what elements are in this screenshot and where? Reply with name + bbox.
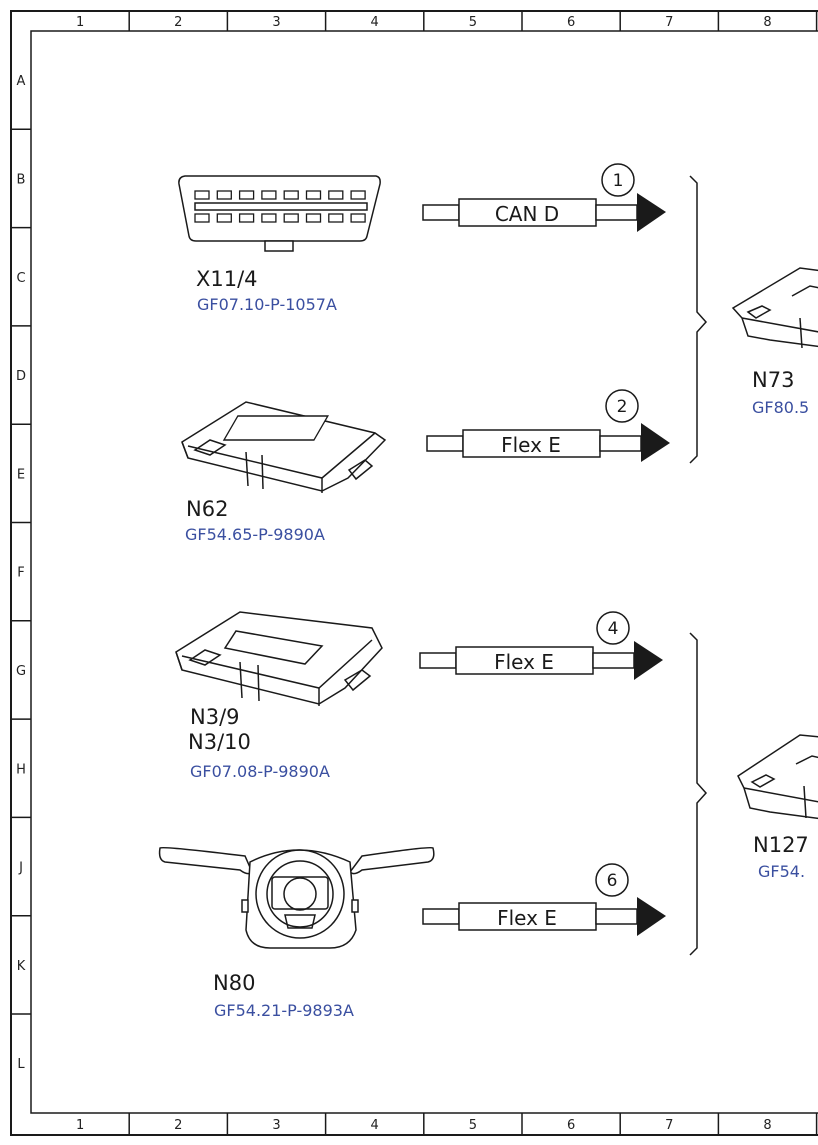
steering-column-module-icon <box>158 846 435 949</box>
obd-pin <box>238 213 255 223</box>
obd-pin <box>261 213 277 223</box>
grid-column-label-bottom: 1 <box>76 1118 84 1133</box>
n80-id: N80 <box>213 971 255 995</box>
bus-label-4: Flex E <box>494 650 554 674</box>
n127-ref[interactable]: GF54. <box>758 862 805 881</box>
obd-pin <box>194 190 210 200</box>
grid-column-label-top: 4 <box>371 15 379 30</box>
grid-column-label-top: 3 <box>272 15 280 30</box>
grid-row-label: K <box>17 959 26 974</box>
outer-frame <box>10 10 818 1136</box>
inner-frame <box>30 30 818 1114</box>
obd-pin <box>350 190 366 200</box>
n62-ref[interactable]: GF54.65-P-9890A <box>185 525 325 544</box>
n73-control-unit-icon <box>731 267 818 349</box>
n3-ref[interactable]: GF07.08-P-9890A <box>190 762 330 781</box>
x11-4-ref[interactable]: GF07.10-P-1057A <box>197 295 337 314</box>
bus-label-6: Flex E <box>497 906 557 930</box>
grid-columns-bottom: 1 2 3 4 5 6 7 8 <box>76 1113 818 1135</box>
obd-connector-icon <box>178 175 381 252</box>
grid-row-label: L <box>17 1057 25 1072</box>
n80-ref[interactable]: GF54.21-P-9893A <box>214 1001 354 1020</box>
n62-control-unit-icon <box>181 401 387 493</box>
n73-ref[interactable]: GF80.5 <box>752 398 809 417</box>
grid-column-label-top: 2 <box>174 15 182 30</box>
grid-column-label-top: 6 <box>567 15 575 30</box>
obd-pin <box>261 190 277 200</box>
n127-control-unit-icon <box>737 734 818 820</box>
connection-number-2: 2 <box>617 397 628 417</box>
obd-pin <box>216 213 232 223</box>
obd-pin <box>283 213 299 223</box>
grid-row-label: B <box>17 172 26 187</box>
n73-id: N73 <box>752 368 794 392</box>
grid-column-label-top: 5 <box>469 15 477 30</box>
connection-number-6: 6 <box>607 871 618 891</box>
obd-pin <box>283 190 299 200</box>
grid-column-label-bottom: 6 <box>567 1118 575 1133</box>
grid-rows-left: A B C D E F G H J K L <box>11 74 31 1072</box>
connection-arrow-4: Flex E 4 <box>419 611 663 680</box>
brace-upper <box>689 175 708 464</box>
grid-column-label-bottom: 7 <box>665 1118 673 1133</box>
grid-row-label: J <box>18 861 23 876</box>
n127-id: N127 <box>753 833 809 857</box>
grid-column-label-bottom: 3 <box>272 1118 280 1133</box>
grid-row-label: G <box>16 664 26 679</box>
grid-row-label: E <box>17 467 25 482</box>
obd-pin <box>328 213 344 223</box>
obd-pin <box>238 190 255 200</box>
obd-pin <box>350 213 366 223</box>
grid-row-label: D <box>16 369 26 384</box>
grid-column-label-top: 8 <box>763 15 771 30</box>
n3-9-id: N3/9 <box>190 705 240 729</box>
grid-column-label-bottom: 5 <box>469 1118 477 1133</box>
grid-row-label: C <box>16 271 25 286</box>
obd-pin <box>305 213 322 223</box>
grid-column-label-bottom: 4 <box>371 1118 379 1133</box>
grid-columns-top: 1 2 3 4 5 6 7 8 <box>76 11 818 31</box>
connection-arrow-1: CAN D 1 <box>422 163 666 232</box>
obd-pin <box>305 190 322 200</box>
connection-number-4: 4 <box>608 619 619 639</box>
grid-row-label: A <box>17 74 26 89</box>
brace-lower <box>689 632 708 956</box>
grid-column-label-top: 7 <box>665 15 673 30</box>
grid-row-label: H <box>16 762 26 777</box>
grid-column-label-bottom: 8 <box>763 1118 771 1133</box>
obd-pin <box>328 190 344 200</box>
grid-column-label-top: 1 <box>76 15 84 30</box>
obd-pin <box>216 190 232 200</box>
n3-10-id: N3/10 <box>188 730 251 754</box>
connection-arrow-2: Flex E 2 <box>426 389 670 462</box>
n3-control-unit-icon <box>175 611 383 706</box>
connection-number-1: 1 <box>613 171 624 191</box>
x11-4-id: X11/4 <box>196 267 258 291</box>
grid-row-label: F <box>17 566 24 581</box>
obd-pin <box>194 213 210 223</box>
bus-label-1: CAN D <box>495 202 559 226</box>
n62-id: N62 <box>186 497 228 521</box>
bus-label-2: Flex E <box>501 433 561 457</box>
connection-arrow-6: Flex E 6 <box>422 863 666 936</box>
grid-column-label-bottom: 2 <box>174 1118 182 1133</box>
